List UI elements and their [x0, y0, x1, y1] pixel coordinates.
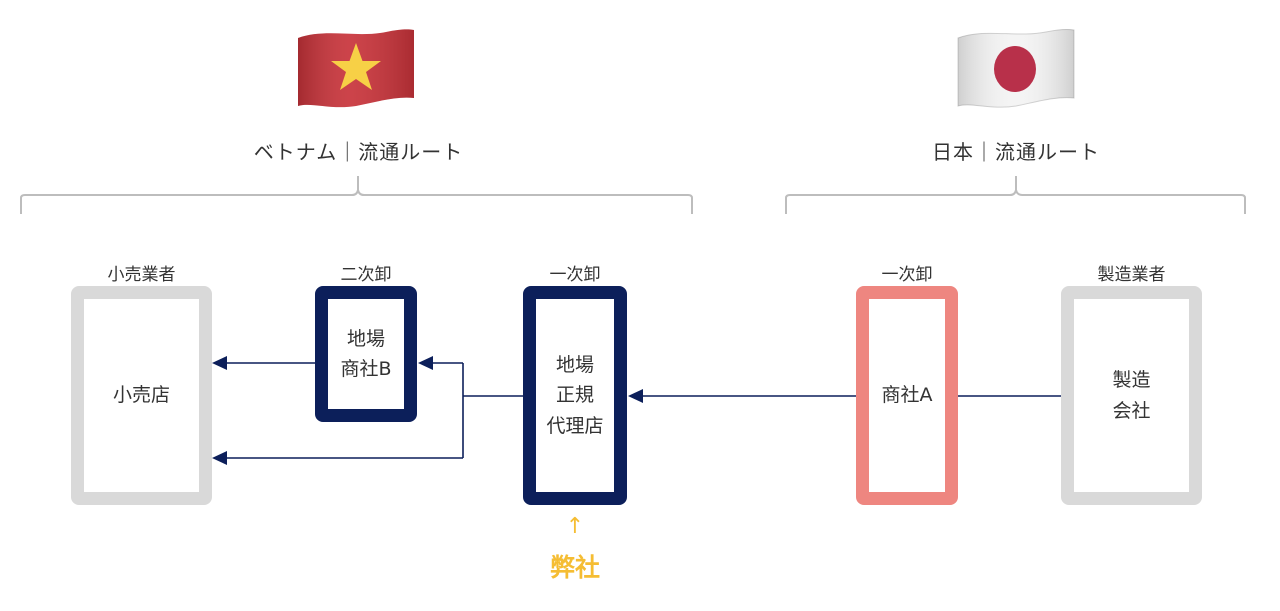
our-company-label: 弊社	[549, 553, 600, 582]
node-local-agent: 地場 正規 代理店	[523, 286, 627, 505]
vietnam-flag-icon	[296, 26, 416, 110]
arrowhead-trading-b	[418, 356, 433, 370]
tier-label-retailer: 小売業者	[107, 265, 176, 285]
our-company-arrow-icon: ↑	[565, 514, 585, 539]
node-trading-a: 商社A	[856, 286, 958, 505]
arrowhead-local-agent	[628, 389, 643, 403]
japan-flag-icon	[956, 26, 1076, 110]
tier-label-manufacturer: 製造業者	[1097, 265, 1166, 285]
japan-bracket	[785, 176, 1246, 214]
arrowhead-retailer-lower	[212, 451, 227, 465]
node-local-agent-label: 地場 正規 代理店	[546, 353, 604, 437]
node-manufacturer-label: 製造 会社	[1112, 369, 1151, 422]
tier-label-primary-vn: 一次卸	[549, 265, 601, 285]
japan-route-title: 日本｜流通ルート	[932, 140, 1100, 164]
node-trading-a-label: 商社A	[881, 384, 933, 407]
tier-label-secondary: 二次卸	[340, 265, 392, 285]
vietnam-bracket	[20, 176, 693, 214]
node-trading-b: 地場 商社B	[315, 286, 417, 422]
vietnam-route-title: ベトナム｜流通ルート	[253, 140, 464, 164]
tier-label-primary-jp: 一次卸	[881, 265, 933, 285]
node-trading-b-label: 地場 商社B	[340, 327, 392, 380]
arrowhead-retailer-upper	[212, 356, 227, 370]
node-manufacturer: 製造 会社	[1061, 286, 1202, 505]
node-retailer: 小売店	[71, 286, 212, 505]
node-retailer-label: 小売店	[112, 384, 170, 407]
